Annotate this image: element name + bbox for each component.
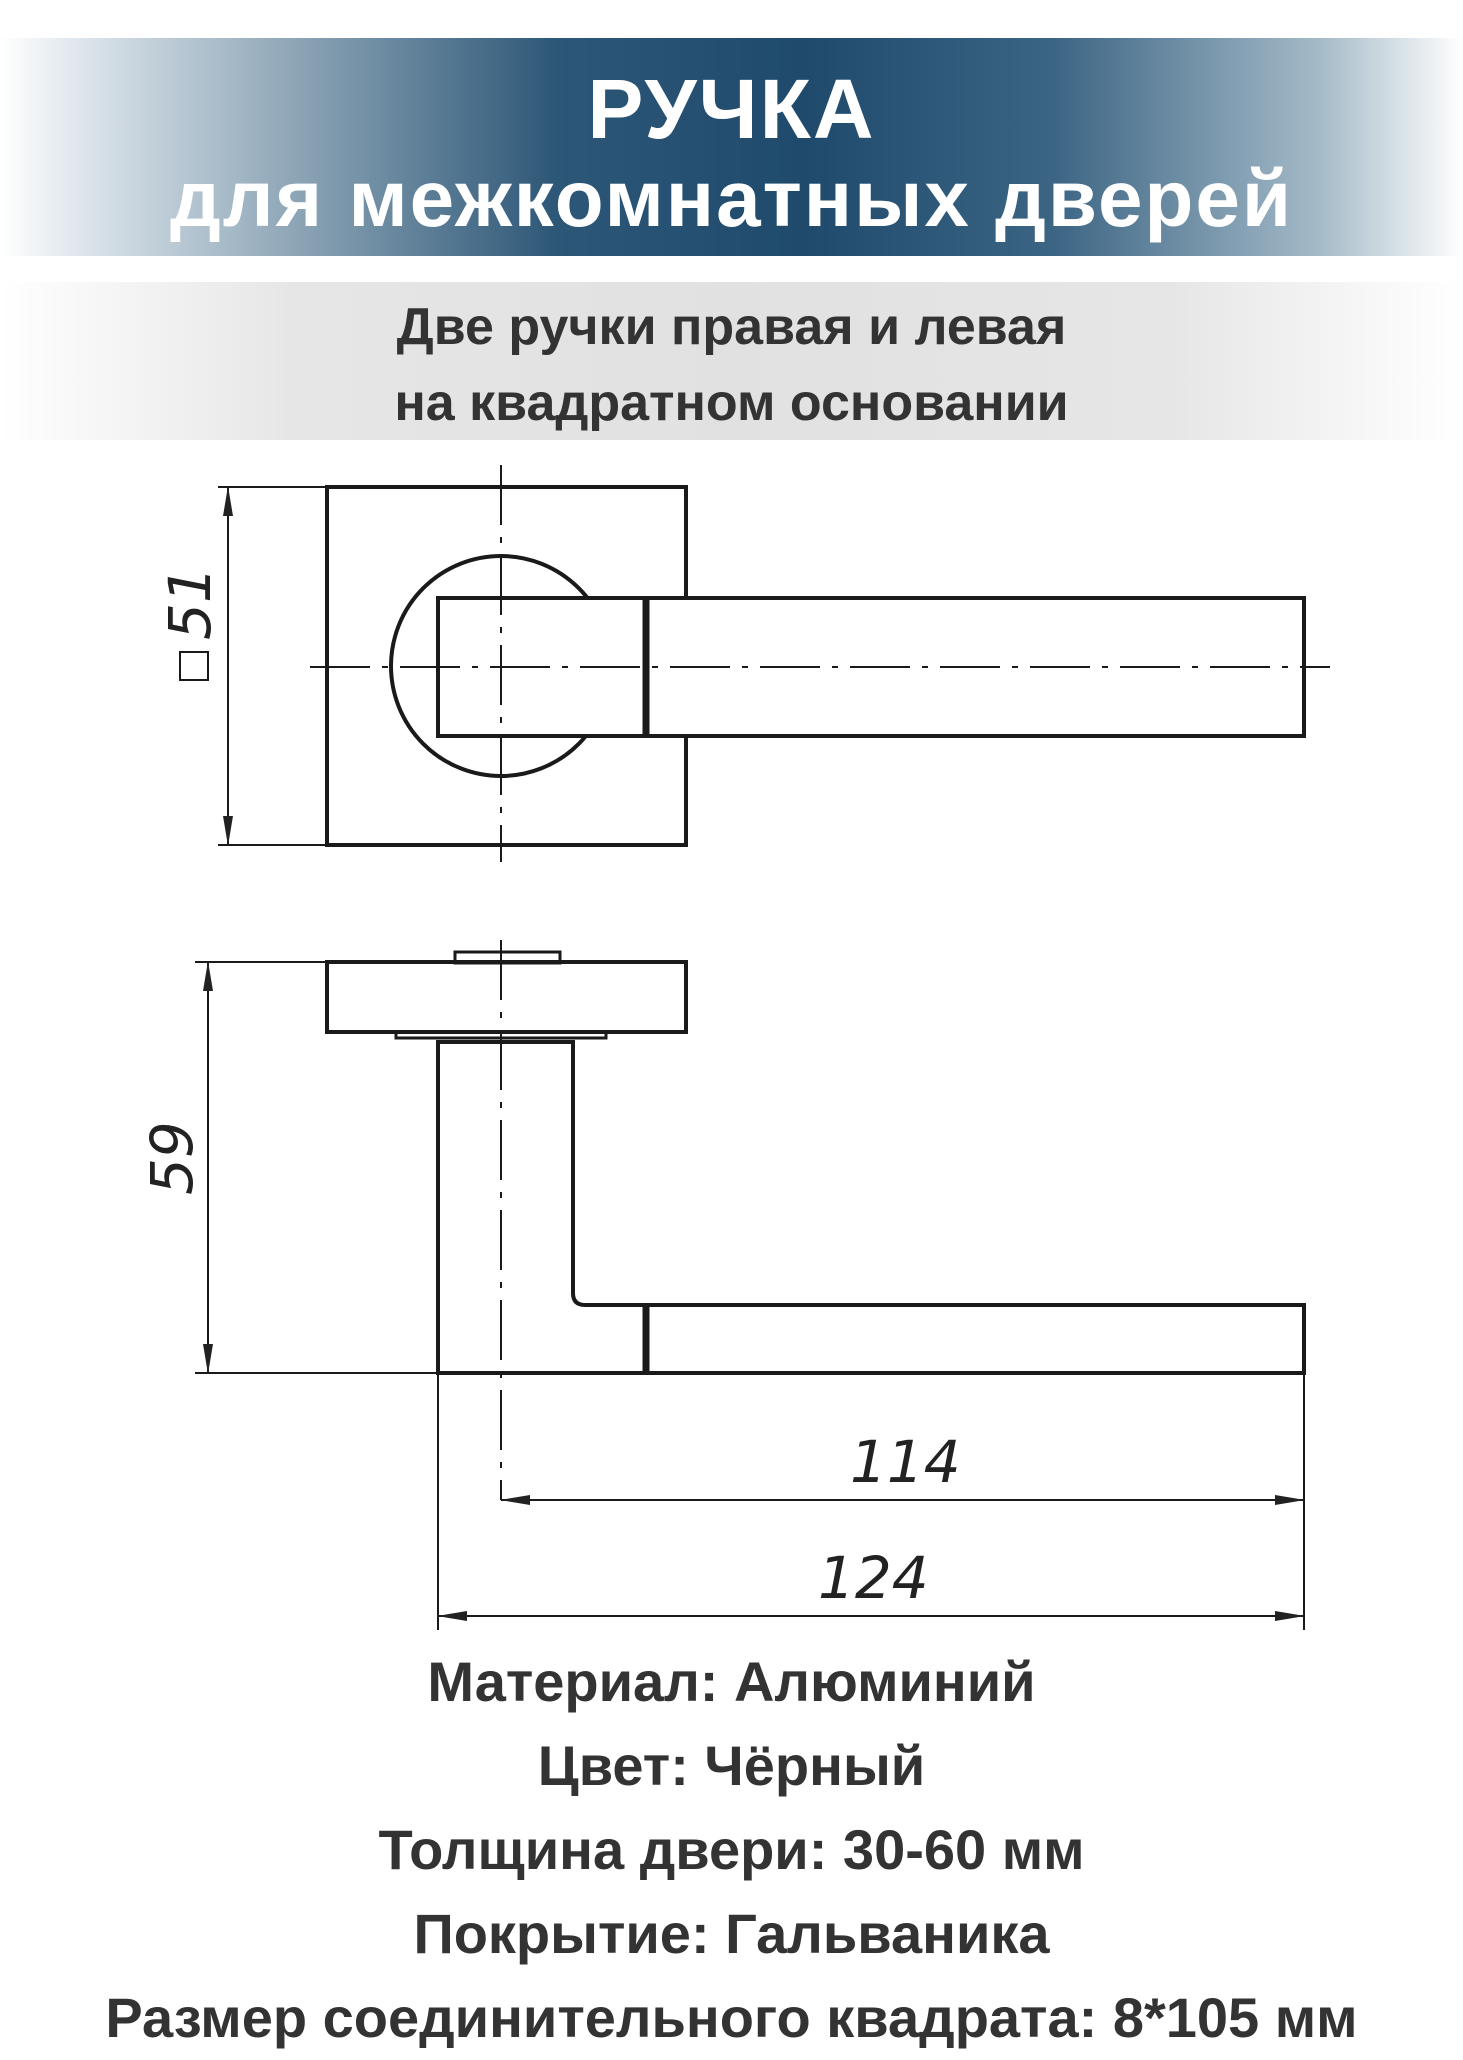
- spec-list: Материал: Алюминий Цвет: Чёрный Толщина …: [0, 1640, 1463, 2060]
- rosette-profile: [325, 960, 688, 1034]
- dim-label-59: 59: [138, 1121, 206, 1195]
- dim-label-124: 124: [818, 1544, 929, 1612]
- spec-spindle-size: Размер соединительного квадрата: 8*105 м…: [105, 1986, 1358, 2049]
- spec-door-thickness: Толщина двери: 30-60 мм: [378, 1818, 1085, 1881]
- handle-profile: [436, 1040, 1306, 1375]
- dim-label-114: 114: [850, 1428, 961, 1496]
- dim-label-square: 51: [156, 566, 224, 640]
- description-band: Две ручки правая и левая на квадратном о…: [0, 282, 1463, 440]
- top-view: [179, 465, 1330, 862]
- spec-material: Материал: Алюминий: [427, 1650, 1036, 1713]
- side-view: [195, 940, 1306, 1630]
- spec-color: Цвет: Чёрный: [537, 1734, 926, 1797]
- page-title: РУЧКА: [587, 62, 876, 156]
- header-banner: РУЧКА для межкомнатных дверей: [0, 38, 1463, 256]
- spec-coating: Покрытие: Гальваника: [413, 1902, 1050, 1965]
- description-line-1: Две ручки правая и левая: [396, 298, 1067, 356]
- square-symbol: [179, 651, 209, 681]
- description-line-2: на квадратном основании: [394, 374, 1069, 432]
- page-subtitle: для межкомнатных дверей: [169, 154, 1294, 243]
